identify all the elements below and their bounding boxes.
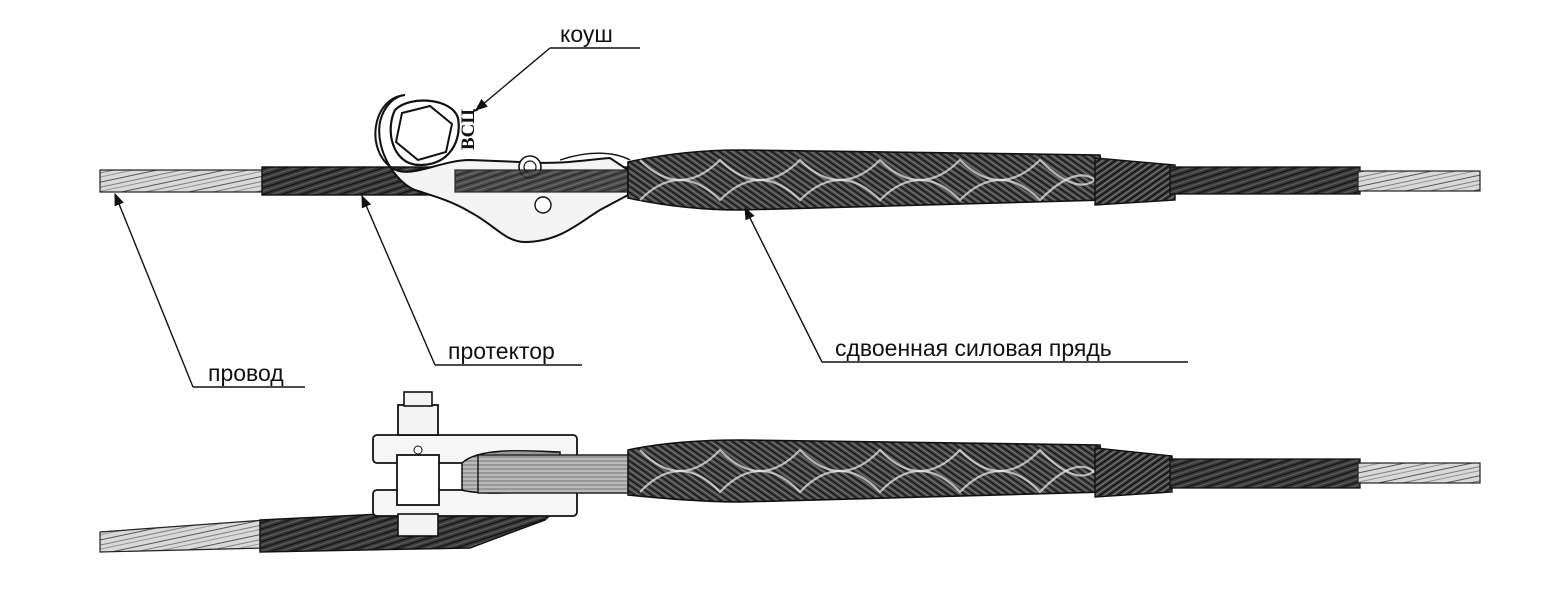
strand-tail [1169,166,1361,195]
power-strand-bottom [627,439,1173,503]
label-power-strand: сдвоенная силовая прядь [835,335,1112,361]
hex-socket-icon [394,104,454,162]
wire-right-bottom [1357,462,1481,484]
callout-thimble: коуш [475,21,640,111]
label-wire: провод [208,360,284,386]
wire-left-bottom [99,519,266,553]
callout-protector: протектор [361,194,582,366]
strand-tail-bottom [1169,458,1361,489]
thimble: ВСЦ [374,94,631,244]
callout-power-strand: сдвоенная силовая прядь [744,206,1188,363]
bottom-assembly [99,391,1481,553]
power-strand-top [627,149,1176,211]
wire-right-end [1357,170,1481,192]
thimble-marking: ВСЦ [458,109,479,150]
label-protector: протектор [448,338,555,364]
flat-strand [477,454,634,494]
top-assembly: ВСЦ [99,94,1481,244]
label-thimble: коуш [560,21,613,47]
callout-wire: провод [114,192,305,388]
bolt-icon [396,454,440,506]
wire-left-end [99,169,266,193]
protector-inner [454,169,631,193]
